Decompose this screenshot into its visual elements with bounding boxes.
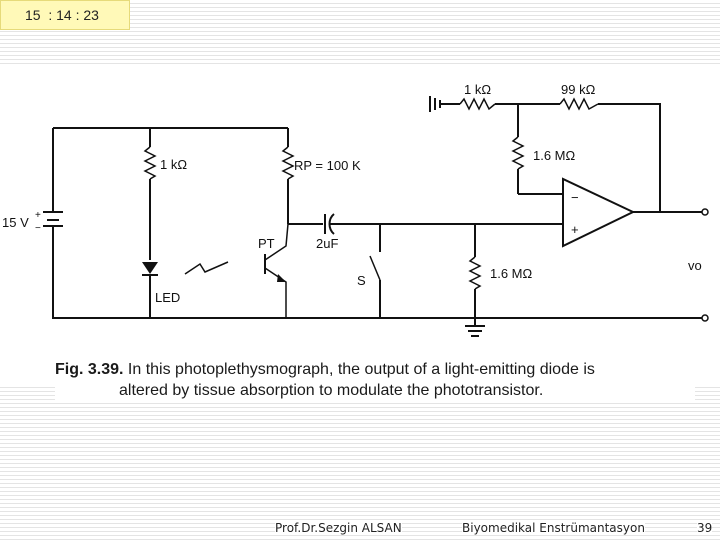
resistor-1m6-gnd — [468, 256, 482, 290]
phototransistor-symbol — [264, 223, 289, 318]
caption-line-2: altered by tissue absorption to modulate… — [119, 382, 544, 399]
rp-label: RP = 100 K — [294, 158, 361, 173]
caption-line-1: In this photoplethysmograph, the output … — [127, 361, 595, 378]
footer-author: Prof.Dr.Sezgin ALSAN — [275, 521, 402, 535]
supply-label: 15 V — [2, 215, 29, 230]
capacitor-2uf — [324, 213, 335, 235]
vo-label: vo — [688, 258, 702, 273]
switch-label: S — [357, 273, 366, 288]
r-1k-led-label: 1 kΩ — [160, 157, 187, 172]
clock-display: 15 : 14 : 23 — [0, 0, 130, 30]
resistor-1k-top — [459, 97, 496, 111]
light-arrow — [184, 261, 229, 275]
r-1m6-fb-label: 1.6 MΩ — [533, 148, 576, 163]
page-number: 39 — [697, 521, 713, 535]
r-99k-label: 99 kΩ — [561, 82, 596, 97]
footer-course: Biyomedikal Enstrümantasyon — [462, 521, 645, 535]
resistor-1m6-fb — [511, 136, 525, 170]
figure-caption: Fig. 3.39. In this photoplethysmograph, … — [55, 359, 695, 401]
cap-label: 2uF — [316, 236, 338, 251]
svg-text:+: + — [35, 210, 41, 221]
switch-s — [369, 224, 381, 318]
opamp-minus-label: − — [571, 190, 579, 205]
circuit-figure: 15 V + − 1 kΩ LED RP = 100 K PT 2uF S — [0, 64, 720, 384]
caption-label: Fig. 3.39. — [55, 361, 124, 378]
resistor-rp — [281, 146, 295, 180]
svg-text:−: − — [35, 223, 41, 234]
pt-label: PT — [258, 236, 275, 251]
opamp-symbol — [562, 177, 636, 248]
battery-symbol — [43, 209, 63, 230]
resistor-1k-led — [143, 146, 157, 180]
ground-icon — [465, 318, 485, 337]
led-label: LED — [155, 290, 180, 305]
resistor-99k — [559, 97, 599, 111]
r-1m6-gnd-label: 1.6 MΩ — [490, 266, 533, 281]
opamp-plus-label: + — [571, 222, 579, 237]
r-1k-top-label: 1 kΩ — [464, 82, 491, 97]
